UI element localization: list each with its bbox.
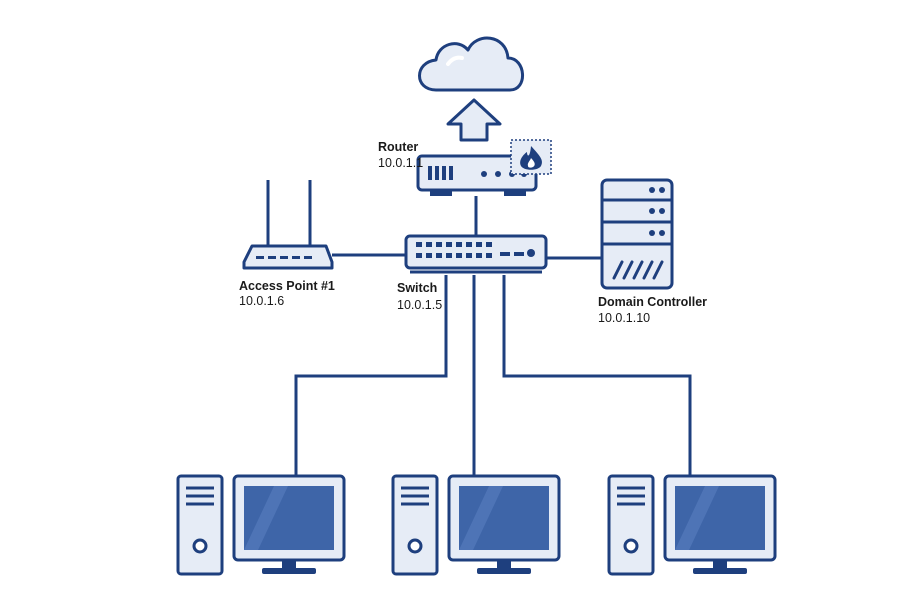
desktop-computer-icon [391,474,561,576]
wireless-access-point-icon [242,180,334,270]
switch-name: Switch [397,281,437,295]
access-point-name: Access Point #1 [239,279,335,293]
label-domain-controller: Domain Controller 10.0.1.10 [598,295,707,325]
link-switch-computer-right [502,275,692,476]
domain-controller-name: Domain Controller [598,295,707,309]
desktop-computer-icon [607,474,777,576]
cloud-icon [418,36,524,92]
firewall-flame-icon [510,139,552,175]
switch-icon [404,234,548,274]
label-router: Router 10.0.1.1 [378,140,423,170]
label-access-point: Access Point #1 10.0.1.6 [239,279,335,308]
switch-ip: 10.0.1.5 [397,298,442,312]
link-switch-computer-left [294,275,448,476]
router-name: Router [378,140,418,154]
domain-controller-ip: 10.0.1.10 [598,311,650,325]
desktop-computer-icon [176,474,346,576]
router-icon [416,154,538,196]
connection-lines [294,196,692,476]
server-rack-icon [600,178,674,290]
router-ip: 10.0.1.1 [378,156,423,170]
label-switch: Switch 10.0.1.5 [397,281,442,312]
upload-arrow-icon [446,98,502,142]
access-point-ip: 10.0.1.6 [239,294,284,308]
